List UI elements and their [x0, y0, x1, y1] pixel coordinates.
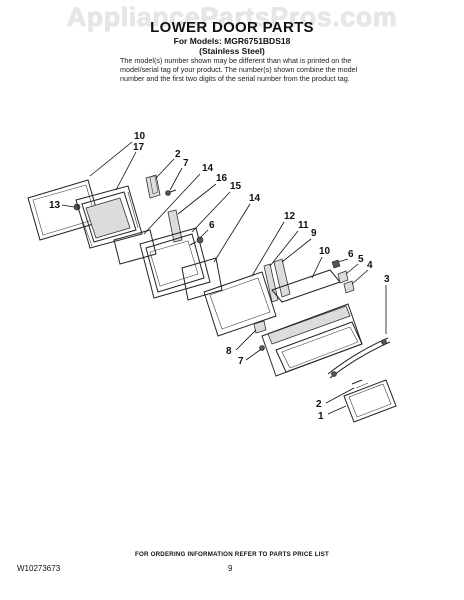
part-hinge-bracket-upper — [145, 174, 161, 199]
ordering-note: FOR ORDERING INFORMATION REFER TO PARTS … — [135, 551, 329, 558]
callout-5: 5 — [358, 254, 364, 265]
part-vertical-strip — [167, 209, 183, 243]
model-note: The model(s) number shown may be differe… — [120, 56, 358, 83]
callout-1: 1 — [318, 411, 324, 422]
callout-7-lower: 7 — [238, 356, 244, 367]
callout-14-lower: 14 — [249, 193, 261, 204]
callout-6-upper: 6 — [209, 220, 215, 231]
part-screw-upper — [165, 189, 177, 196]
callout-7-upper: 7 — [183, 158, 189, 169]
callout-17: 17 — [133, 142, 145, 153]
page-title: LOWER DOOR PARTS — [150, 19, 314, 36]
part-hinge-lower — [253, 320, 267, 334]
part-hardware-6 — [331, 259, 341, 269]
part-hardware-5 — [337, 270, 349, 284]
callout-14-upper: 14 — [202, 163, 214, 174]
callout-6-lower: 6 — [348, 249, 354, 260]
callout-10-upper: 10 — [134, 131, 146, 142]
document-number: W10273673 — [17, 564, 61, 573]
part-outer-door-panel — [261, 303, 363, 377]
callout-2-upper: 2 — [175, 149, 181, 160]
part-side-trim — [273, 258, 291, 298]
part-inner-frame — [75, 185, 143, 249]
part-screw-lower — [259, 345, 265, 351]
finish-line: (Stainless Steel) — [199, 46, 265, 56]
callout-16: 16 — [216, 173, 228, 184]
callout-2-lower: 2 — [316, 399, 322, 410]
part-door-handle — [327, 337, 391, 379]
callout-9: 9 — [311, 228, 317, 239]
callout-8: 8 — [226, 346, 232, 357]
callout-11: 11 — [298, 220, 309, 231]
models-line: For Models: MGR6751BDS18 — [173, 36, 291, 46]
watermark: AppliancePartsPros.com — [66, 2, 398, 32]
part-window-frame — [139, 227, 211, 299]
callout-13: 13 — [49, 200, 61, 211]
callout-15: 15 — [230, 181, 242, 192]
part-insulation-lower — [181, 257, 223, 301]
callout-10-lower: 10 — [319, 246, 331, 257]
page-number: 9 — [228, 564, 233, 573]
part-gasket — [351, 379, 369, 389]
part-door-window-glass — [343, 379, 397, 423]
part-hardware-4 — [343, 280, 355, 294]
callouts: 10 17 2 7 14 16 15 13 6 14 12 11 9 10 6 … — [49, 131, 390, 422]
callout-4: 4 — [367, 260, 373, 271]
model-info: For Models: MGR6751BDS18 (Stainless Stee… — [0, 36, 464, 56]
callout-12: 12 — [284, 211, 296, 222]
part-insulation-upper — [113, 229, 157, 265]
part-screw-middle — [189, 236, 204, 246]
part-inner-glass — [203, 271, 277, 337]
callout-3: 3 — [384, 274, 390, 285]
